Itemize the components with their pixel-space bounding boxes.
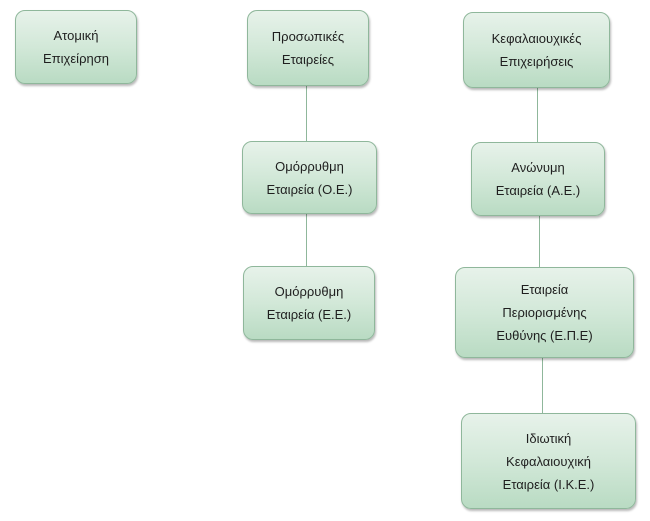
connector-prosopikes-oe bbox=[306, 86, 307, 141]
node-atomiki-epicheirisi: Ατομική Επιχείρηση bbox=[15, 10, 137, 84]
node-prosopikes-etaireies: Προσωπικές Εταιρείες bbox=[247, 10, 369, 86]
connector-kefalaiouchikes-ae bbox=[537, 88, 538, 142]
node-omorrythmi-oe: Ομόρρυθμη Εταιρεία (Ο.Ε.) bbox=[242, 141, 377, 214]
node-anonymi-ae: Ανώνυμη Εταιρεία (Α.Ε.) bbox=[471, 142, 605, 216]
connector-epe-ike bbox=[542, 358, 543, 413]
connector-ae-epe bbox=[539, 216, 540, 267]
node-kefalaiouchikes-epicheiriseis: Κεφαλαιουχικές Επιχειρήσεις bbox=[463, 12, 610, 88]
node-ike: Ιδιωτική Κεφαλαιουχική Εταιρεία (Ι.Κ.Ε.) bbox=[461, 413, 636, 509]
connector-oe-ee bbox=[306, 214, 307, 266]
node-epe: Εταιρεία Περιορισμένης Ευθύνης (Ε.Π.Ε) bbox=[455, 267, 634, 358]
node-omorrythmi-ee: Ομόρρυθμη Εταιρεία (Ε.Ε.) bbox=[243, 266, 375, 340]
